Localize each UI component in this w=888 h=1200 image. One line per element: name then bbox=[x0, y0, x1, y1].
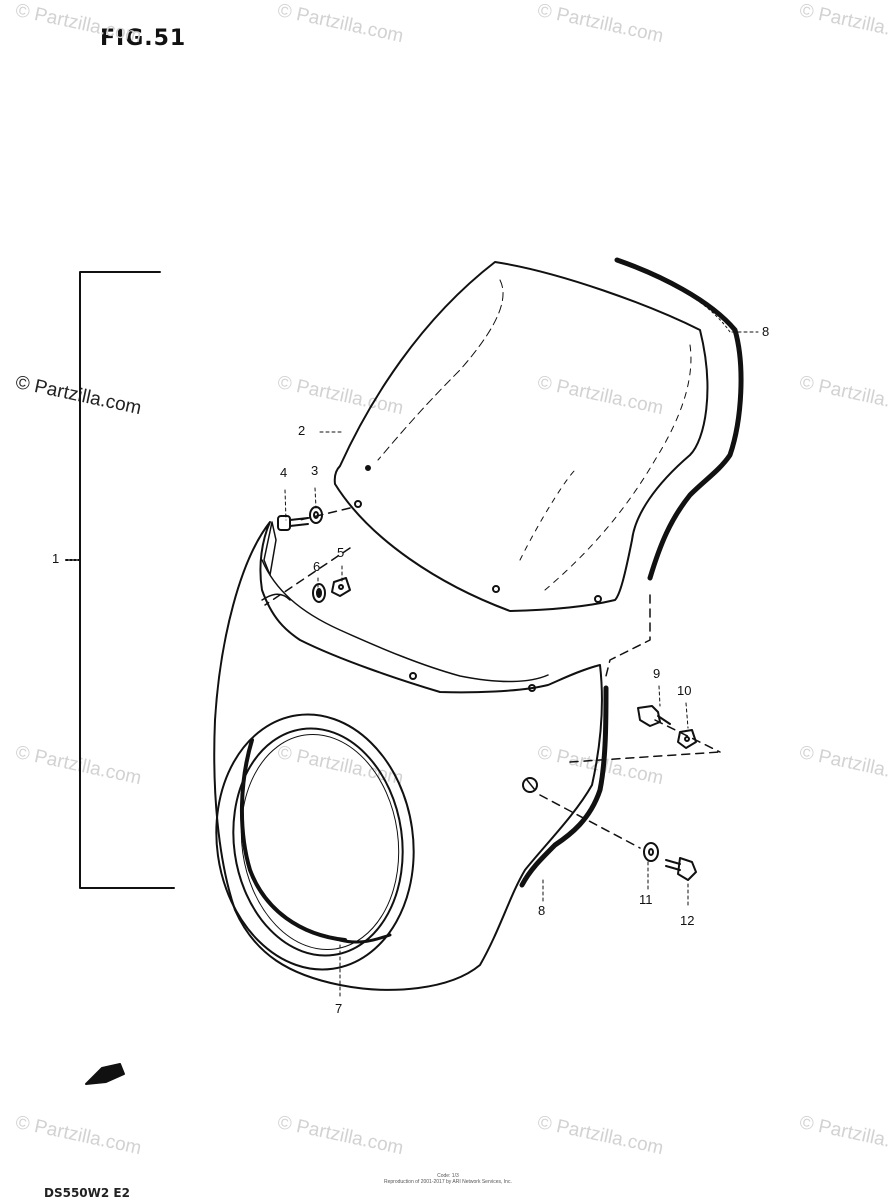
screw bbox=[277, 515, 309, 531]
callout-8: 8 bbox=[762, 324, 770, 339]
washer bbox=[309, 506, 323, 524]
callout-12: 12 bbox=[680, 913, 695, 928]
callout-8: 8 bbox=[538, 903, 546, 918]
copyright-text: Reproduction of 2001-2017 by ARI Network… bbox=[384, 1179, 512, 1185]
screw bbox=[637, 705, 671, 727]
screw bbox=[665, 857, 697, 881]
copyright-notice: Code: 1/3 Reproduction of 2001-2017 by A… bbox=[384, 1173, 512, 1185]
callout-9: 9 bbox=[653, 666, 661, 681]
callout-3: 3 bbox=[311, 463, 319, 478]
callout-11: 11 bbox=[639, 892, 653, 907]
callout-4: 4 bbox=[280, 465, 288, 480]
edge-molding-upper bbox=[614, 257, 744, 581]
callout-5: 5 bbox=[337, 545, 345, 560]
figure-code: DS550W2 E2 bbox=[44, 1186, 130, 1200]
copyright-code: Code: 1/3 bbox=[437, 1173, 459, 1179]
callout-7: 7 bbox=[335, 1001, 343, 1016]
headlight-trim bbox=[215, 713, 415, 971]
washer bbox=[643, 842, 659, 862]
nut bbox=[331, 577, 351, 597]
callout-6: 6 bbox=[313, 559, 321, 574]
figure-title: FIG.51 bbox=[100, 26, 187, 51]
nut bbox=[677, 729, 697, 749]
edge-molding-lower bbox=[519, 685, 609, 888]
callout-2: 2 bbox=[298, 423, 306, 438]
front-direction-arrow bbox=[85, 1063, 125, 1085]
callout-10: 10 bbox=[677, 683, 692, 698]
headlight-cowl bbox=[213, 521, 603, 991]
assembly-bracket bbox=[65, 271, 175, 889]
grommet bbox=[312, 583, 326, 603]
windscreen bbox=[333, 261, 709, 612]
callout-1: 1 bbox=[52, 551, 60, 566]
